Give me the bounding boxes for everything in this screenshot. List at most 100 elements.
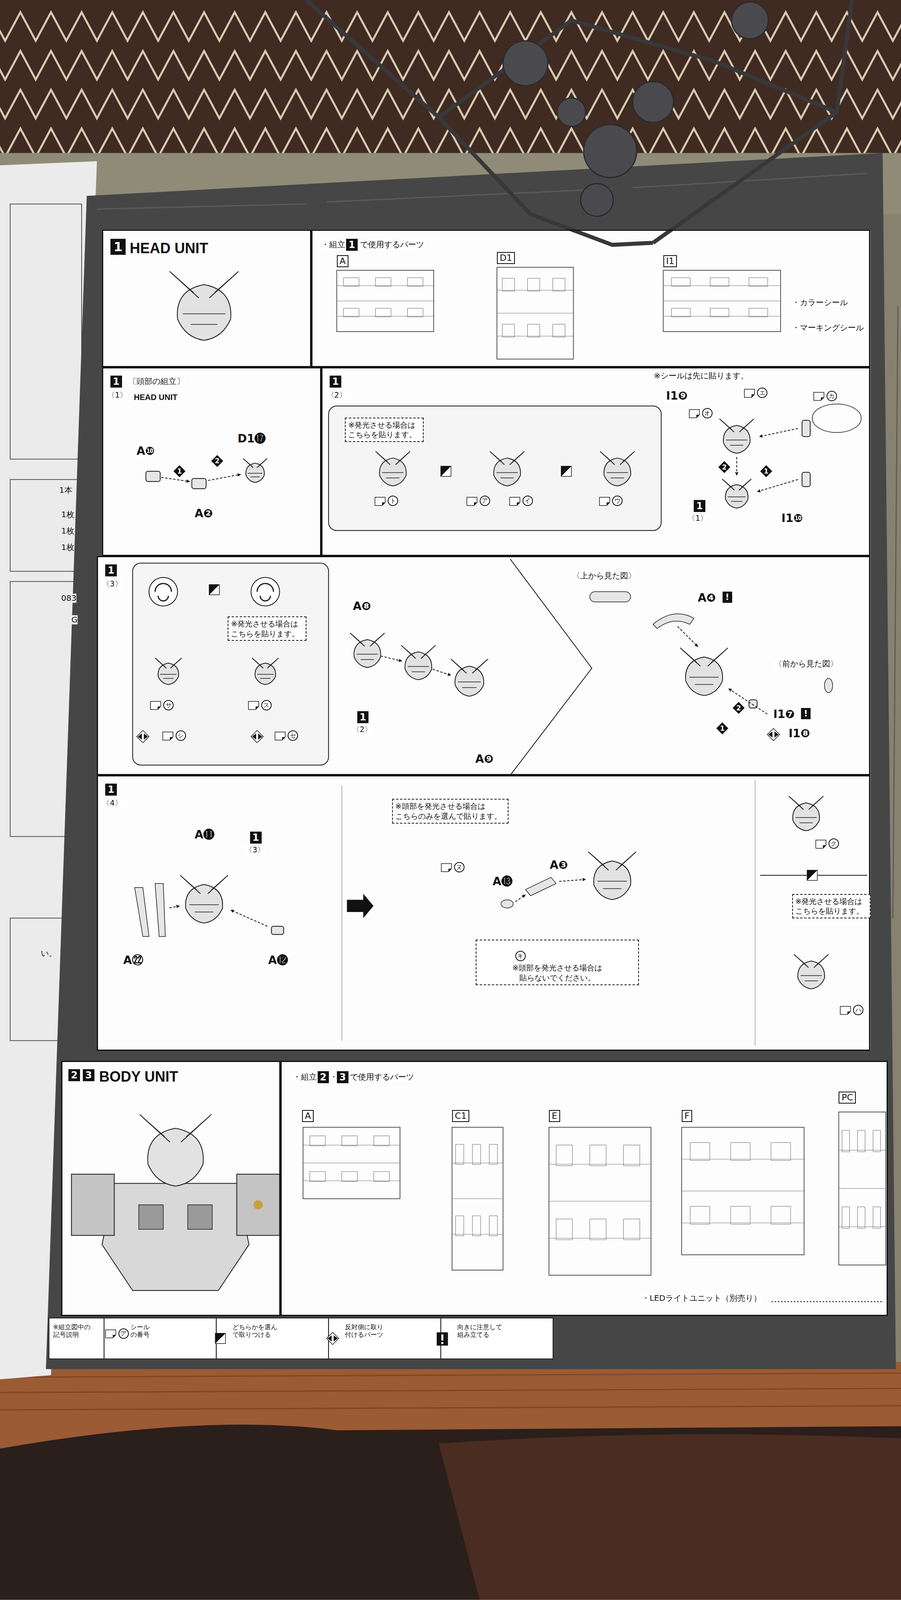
- assembly-arrow: [380, 656, 403, 662]
- visor: [800, 975, 822, 982]
- runner-gate: [452, 1198, 504, 1200]
- runner-letter: A: [336, 255, 349, 268]
- note-text: ※頭部を発光させる場合は こちらのみを選んで貼ります。: [395, 801, 506, 821]
- note-box: ※発光させる場合は こちらを貼ります。: [792, 894, 871, 919]
- eye-sensor: [148, 577, 178, 607]
- sticker-icon: [466, 497, 478, 506]
- frame-pattern: [96, 204, 307, 210]
- flip-icon: [767, 728, 780, 741]
- panel-heading: 2: [317, 1071, 330, 1084]
- runner-part: [552, 278, 566, 292]
- step-panel: 23BODY UNIT: [61, 1061, 281, 1317]
- runner-gate: [336, 316, 434, 317]
- legend-heading: ※組立図中の 記号説明: [53, 1323, 95, 1339]
- visor: [726, 440, 748, 446]
- sticker-icon: [274, 732, 286, 741]
- runner-part: [407, 308, 424, 317]
- runner-gate: [452, 1234, 504, 1235]
- callout-number: A❷: [194, 507, 214, 521]
- wood-grain: [0, 1388, 901, 1393]
- gold-joint: [253, 1200, 263, 1210]
- lace-pattern: [0, 51, 901, 80]
- led-dashed-rule: [771, 1301, 884, 1303]
- helmet: [147, 1128, 204, 1187]
- panel-heading: 〈1〉: [107, 390, 128, 400]
- sticker-fold: [751, 394, 755, 398]
- note-text: ・カラーシール: [790, 298, 849, 308]
- sticker-fold: [170, 737, 174, 741]
- helmet: [354, 639, 381, 668]
- runner-part: [842, 1130, 850, 1153]
- step-ref: 〈1〉: [687, 514, 708, 523]
- runner-frame: [452, 1127, 504, 1271]
- step-panel: 1〈4〉※頭部を発光させる場合は こちらのみを選んで貼ります。※頭部を発光させる…: [96, 775, 871, 1052]
- panel-fill: [280, 1061, 888, 1317]
- arrow-head: [447, 672, 451, 677]
- sticker-sheet: [815, 840, 827, 849]
- runner-part: [748, 308, 768, 317]
- v-fin: [600, 451, 635, 465]
- choice-half: [209, 584, 220, 595]
- head-part: [719, 418, 754, 454]
- runner-letter: E: [548, 1110, 561, 1123]
- runner-letter: D1: [496, 252, 515, 265]
- step-ref: 1: [357, 711, 369, 724]
- note-text: 〈前から見た図〉: [773, 659, 839, 669]
- wood-table: [0, 1362, 901, 1600]
- caution-bar: [441, 1334, 444, 1341]
- panel-heading: 1: [105, 783, 117, 796]
- head-part: [375, 451, 411, 487]
- step-panel: 1〈1〉〔頭部の組立〕HEAD UNIT: [102, 367, 322, 557]
- v-fin: [680, 648, 728, 667]
- runner-part: [556, 1145, 573, 1167]
- legend-cell: [48, 1318, 105, 1360]
- sticker-sheet: [374, 497, 386, 506]
- sprue-part: [580, 183, 614, 217]
- choice-half: [561, 466, 572, 477]
- runner-part: [857, 1207, 865, 1229]
- helmet: [454, 666, 484, 697]
- runner-gate: [548, 1238, 651, 1239]
- visor: [606, 472, 628, 479]
- runner-part: [489, 1144, 498, 1165]
- step-ref: 〈3〉: [244, 845, 265, 855]
- runner-letter: PC: [838, 1091, 856, 1104]
- runner-part: [857, 1130, 865, 1153]
- sticker-number: オ: [702, 408, 713, 419]
- choice-half: [806, 870, 818, 881]
- sticker-sheet: [441, 863, 452, 872]
- top-view-part: [589, 591, 631, 603]
- note-text: ※発光させる場合は こちらを貼ります。: [348, 420, 421, 440]
- page-text: 1枚: [61, 510, 75, 520]
- option-box: [328, 406, 661, 531]
- page-text: 083: [61, 593, 77, 603]
- sprue-part: [502, 40, 548, 86]
- flip-icon: [136, 730, 150, 743]
- assembly-arrow: [208, 474, 241, 481]
- runner-part: [375, 308, 392, 317]
- note-box: ※頭部を発光させる場合は こちらのみを選んで貼ります。: [392, 798, 509, 824]
- sticker-icon: [689, 409, 700, 418]
- panel-heading: 2: [68, 1069, 81, 1082]
- panel-fill: [96, 775, 871, 1052]
- sticker-number: カ: [826, 390, 837, 402]
- runner-part: [872, 1130, 881, 1153]
- page-text: 1枚: [61, 542, 75, 553]
- v-fin: [401, 645, 436, 659]
- front-view-part: [824, 678, 833, 693]
- visor: [795, 817, 817, 823]
- runner-part: [842, 1207, 850, 1229]
- option-box: [132, 563, 329, 766]
- visor: [496, 472, 518, 479]
- assembly-arrow: [756, 479, 798, 493]
- sticker-sheet: [150, 701, 161, 710]
- runner-part: [407, 277, 424, 287]
- runner-part: [623, 1219, 640, 1240]
- runner-part: [589, 1145, 607, 1167]
- sticker-icon: [150, 701, 161, 710]
- visor: [356, 654, 379, 660]
- note-text: 〈上から見た図〉: [571, 571, 637, 581]
- helmet: [593, 861, 631, 900]
- arrow-head: [230, 909, 235, 914]
